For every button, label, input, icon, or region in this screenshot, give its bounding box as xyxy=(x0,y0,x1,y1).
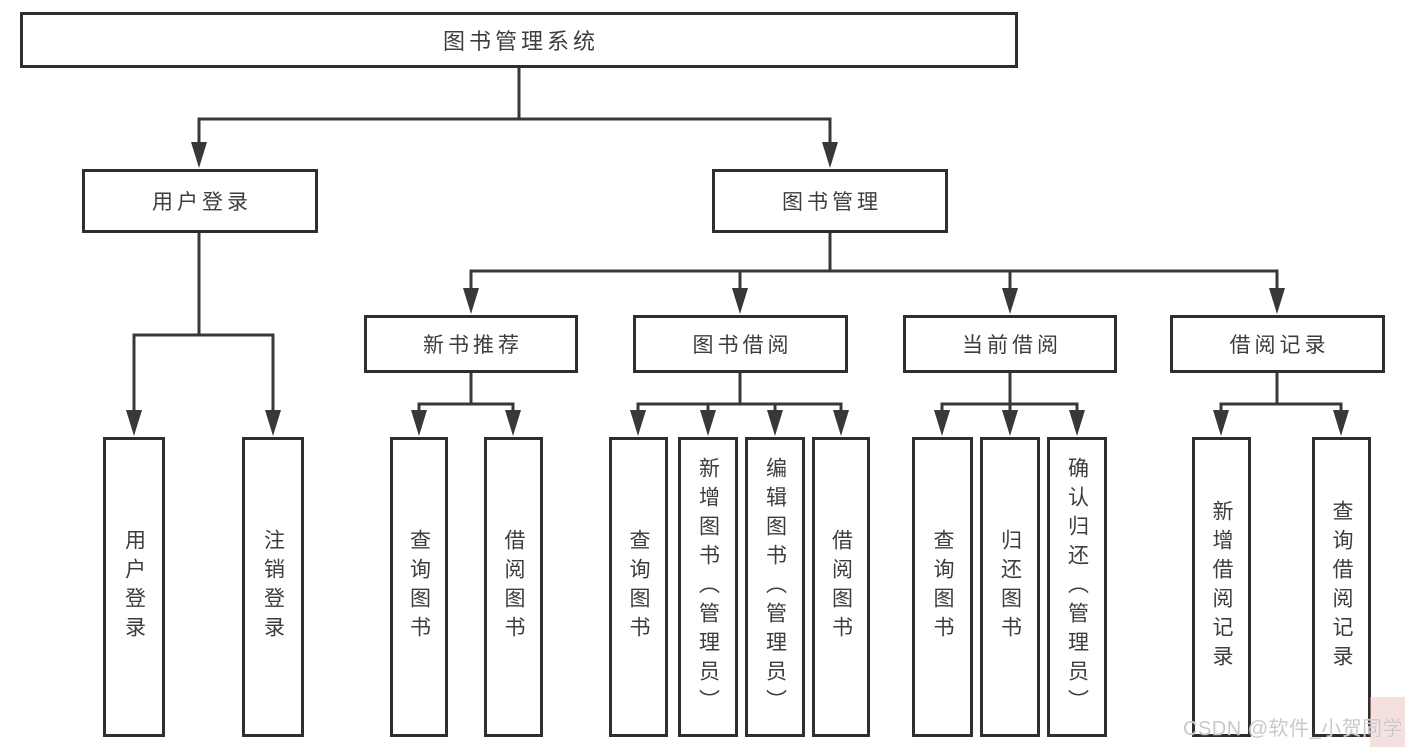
leaf-borrow-books-1: 借阅图书 xyxy=(484,437,543,737)
leaf-label: 查询借阅记录 xyxy=(1330,500,1353,674)
edge-user-login xyxy=(132,233,275,424)
arrow-icon xyxy=(1002,288,1018,314)
arrow-icon xyxy=(630,410,646,436)
node-label: 图书管理 xyxy=(782,191,882,214)
arrow-icon xyxy=(822,142,838,168)
node-label: 借阅记录 xyxy=(1229,334,1330,357)
arrow-icon xyxy=(1213,410,1229,436)
node-new-books: 新书推荐 xyxy=(364,315,578,373)
arrow-icon xyxy=(463,288,479,314)
arrow-icon xyxy=(700,410,716,436)
arrow-icon xyxy=(411,410,427,436)
edge-book-mgmt xyxy=(469,233,1279,300)
node-book-borrow: 图书借阅 xyxy=(633,315,848,373)
node-label: 当前借阅 xyxy=(962,334,1062,357)
arrow-icon xyxy=(833,410,849,436)
watermark-highlight xyxy=(1370,697,1405,747)
node-label: 用户登录 xyxy=(152,191,252,214)
leaf-query-borrow-record: 查询借阅记录 xyxy=(1312,437,1371,737)
leaf-add-books-admin: 新增图书（管理员） xyxy=(678,437,738,737)
leaf-add-borrow-record: 新增借阅记录 xyxy=(1192,437,1251,737)
arrow-icon xyxy=(126,410,142,436)
leaf-borrow-books-2: 借阅图书 xyxy=(812,437,870,737)
arrow-icon xyxy=(1069,410,1085,436)
arrow-icon xyxy=(732,288,748,314)
csdn-watermark: CSDN @软件_小贺同学 xyxy=(1183,718,1404,740)
edge-root xyxy=(197,68,832,152)
leaf-label: 查询图书 xyxy=(931,529,954,645)
leaf-label: 注销登录 xyxy=(261,529,285,645)
leaf-logout: 注销登录 xyxy=(242,437,304,737)
leaf-label: 借阅图书 xyxy=(502,529,525,645)
node-book-mgmt: 图书管理 xyxy=(712,169,948,233)
leaf-label: 归还图书 xyxy=(998,529,1022,645)
node-label: 新书推荐 xyxy=(423,334,523,357)
leaf-return-books: 归还图书 xyxy=(980,437,1040,737)
node-user-login: 用户登录 xyxy=(82,169,318,233)
leaf-label: 查询图书 xyxy=(627,529,650,645)
arrow-icon xyxy=(767,410,783,436)
arrowheads xyxy=(126,142,1349,436)
leaf-query-books-1: 查询图书 xyxy=(390,437,448,737)
arrow-icon xyxy=(934,410,950,436)
leaf-label: 确认归还（管理员） xyxy=(1065,456,1089,718)
arrow-icon xyxy=(191,142,207,168)
arrow-icon xyxy=(265,410,281,436)
leaf-query-books-3: 查询图书 xyxy=(912,437,973,737)
leaf-user-login: 用户登录 xyxy=(103,437,165,737)
leaf-label: 新增图书（管理员） xyxy=(696,456,720,718)
arrow-icon xyxy=(1333,410,1349,436)
node-label: 图书借阅 xyxy=(692,334,793,357)
leaf-edit-books-admin: 编辑图书（管理员） xyxy=(745,437,805,737)
node-borrow-records: 借阅记录 xyxy=(1170,315,1385,373)
leaf-label: 新增借阅记录 xyxy=(1210,500,1233,674)
leaf-query-books-2: 查询图书 xyxy=(609,437,668,737)
arrow-icon xyxy=(1269,288,1285,314)
edge-book-borrow xyxy=(636,373,843,424)
node-current-borrow: 当前借阅 xyxy=(903,315,1117,373)
arrow-icon xyxy=(1002,410,1018,436)
node-root: 图书管理系统 xyxy=(20,12,1018,68)
leaf-label: 编辑图书（管理员） xyxy=(763,456,787,718)
edge-new-books xyxy=(417,373,515,424)
node-root-label: 图书管理系统 xyxy=(442,29,599,54)
arrow-icon xyxy=(505,410,521,436)
leaf-confirm-return-admin: 确认归还（管理员） xyxy=(1047,437,1107,737)
leaf-label: 用户登录 xyxy=(122,529,146,645)
edge-borrow-records xyxy=(1219,373,1343,424)
leaf-label: 查询图书 xyxy=(407,529,431,645)
leaf-label: 借阅图书 xyxy=(829,529,853,645)
